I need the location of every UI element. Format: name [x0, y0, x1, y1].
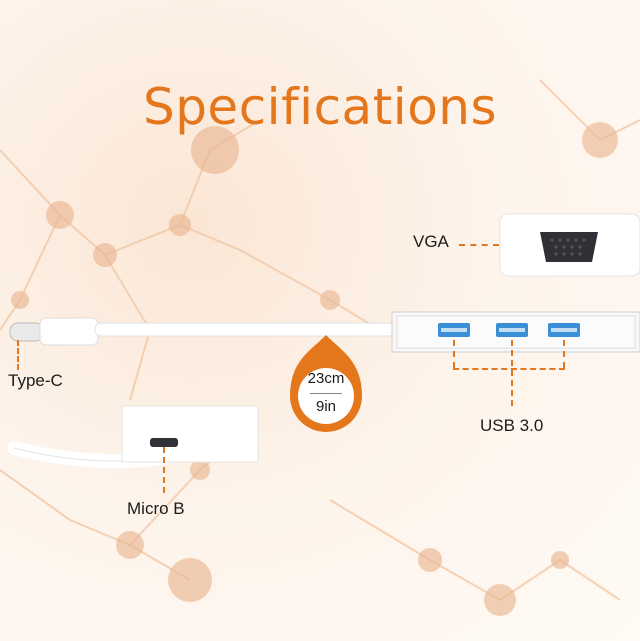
usb-callout-bracket [453, 368, 565, 370]
vga-label: VGA [413, 232, 449, 251]
cable-length-imperial: 9in [315, 398, 337, 415]
vga-port-icon [540, 232, 598, 262]
cable-length-badge [290, 335, 362, 432]
usb-callout-line [511, 340, 513, 406]
cable-length-metric: 23cm [307, 370, 345, 387]
type-c-cable [9, 317, 396, 346]
cable-length-text: 23cm 9in [290, 330, 362, 434]
type-c-callout-line [17, 340, 19, 370]
cable-length-divider [310, 393, 342, 394]
usb-label: USB 3.0 [480, 416, 544, 435]
usb-hub [391, 311, 640, 353]
micro-b-port-icon [150, 438, 178, 447]
micro-b-label: Micro B [127, 499, 185, 518]
type-c-label: Type-C [8, 371, 63, 390]
vga-module [499, 213, 640, 277]
vga-callout-line [459, 244, 499, 246]
micro-b-module [7, 405, 259, 469]
page-title: Specifications [142, 78, 498, 136]
usb-callout-line [563, 340, 565, 368]
usb-callout-line [453, 340, 455, 368]
micro-b-callout-line [163, 447, 165, 493]
